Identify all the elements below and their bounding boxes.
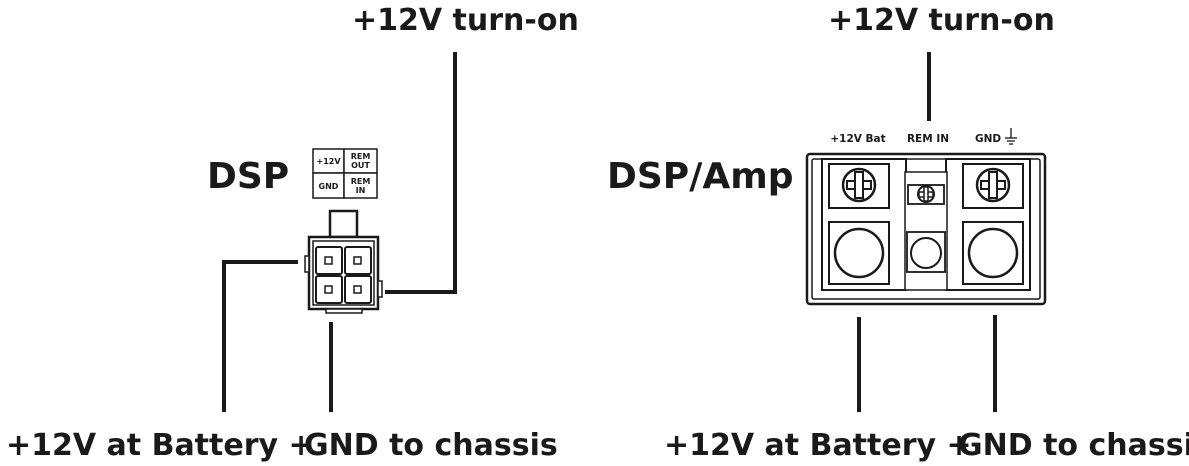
dsp-title: DSP — [207, 156, 289, 197]
dsp-turn-on-label: +12V turn-on — [352, 3, 579, 38]
amp-rem-terminal-label: REM IN — [907, 133, 949, 145]
amp-title: DSP/Amp — [607, 156, 794, 197]
dsp-section: +12V turn-on DSP +12V REM OUT GND REM IN — [6, 3, 579, 463]
gnd-terminal — [962, 163, 1024, 285]
bat-terminal — [828, 163, 890, 285]
amp-battery-label: +12V at Battery + — [664, 428, 972, 463]
pin-rem-in-label-1: REM — [351, 177, 371, 186]
dsp-4pin-connector — [304, 209, 383, 314]
pin-rem-in-label-2: IN — [356, 186, 366, 195]
pin-cavity — [344, 275, 372, 304]
ground-symbol-icon — [1005, 128, 1017, 145]
amp-turn-on-label: +12V turn-on — [828, 3, 1055, 38]
amp-gnd-terminal-label: GND — [975, 133, 1001, 145]
pin-gnd-label: GND — [319, 182, 339, 191]
amp-ground-label: GND to chassis — [958, 428, 1189, 463]
dsp-amp-section: +12V turn-on DSP/Amp +12V Bat REM IN GND — [607, 3, 1189, 463]
pin-rem-out-label-2: OUT — [351, 161, 370, 170]
amp-bat-terminal-label: +12V Bat — [830, 133, 885, 145]
pin-rem-out-label-1: REM — [351, 152, 371, 161]
dsp-turn-on-wire — [385, 52, 457, 294]
pin-cavity — [315, 275, 343, 304]
dsp-ground-label: GND to chassis — [304, 428, 558, 463]
dsp-pinout-table: +12V REM OUT GND REM IN — [312, 148, 378, 199]
amp-terminal-block — [805, 152, 1047, 306]
screw-icon — [975, 167, 1011, 203]
screw-icon — [841, 167, 877, 203]
pin-cavity — [315, 246, 343, 275]
pin-cavity — [344, 246, 372, 275]
dsp-battery-wire — [222, 260, 298, 412]
pin-12v-label: +12V — [316, 157, 341, 166]
dsp-battery-label: +12V at Battery + — [6, 428, 314, 463]
rem-terminal — [906, 184, 946, 273]
screw-icon — [917, 185, 935, 203]
